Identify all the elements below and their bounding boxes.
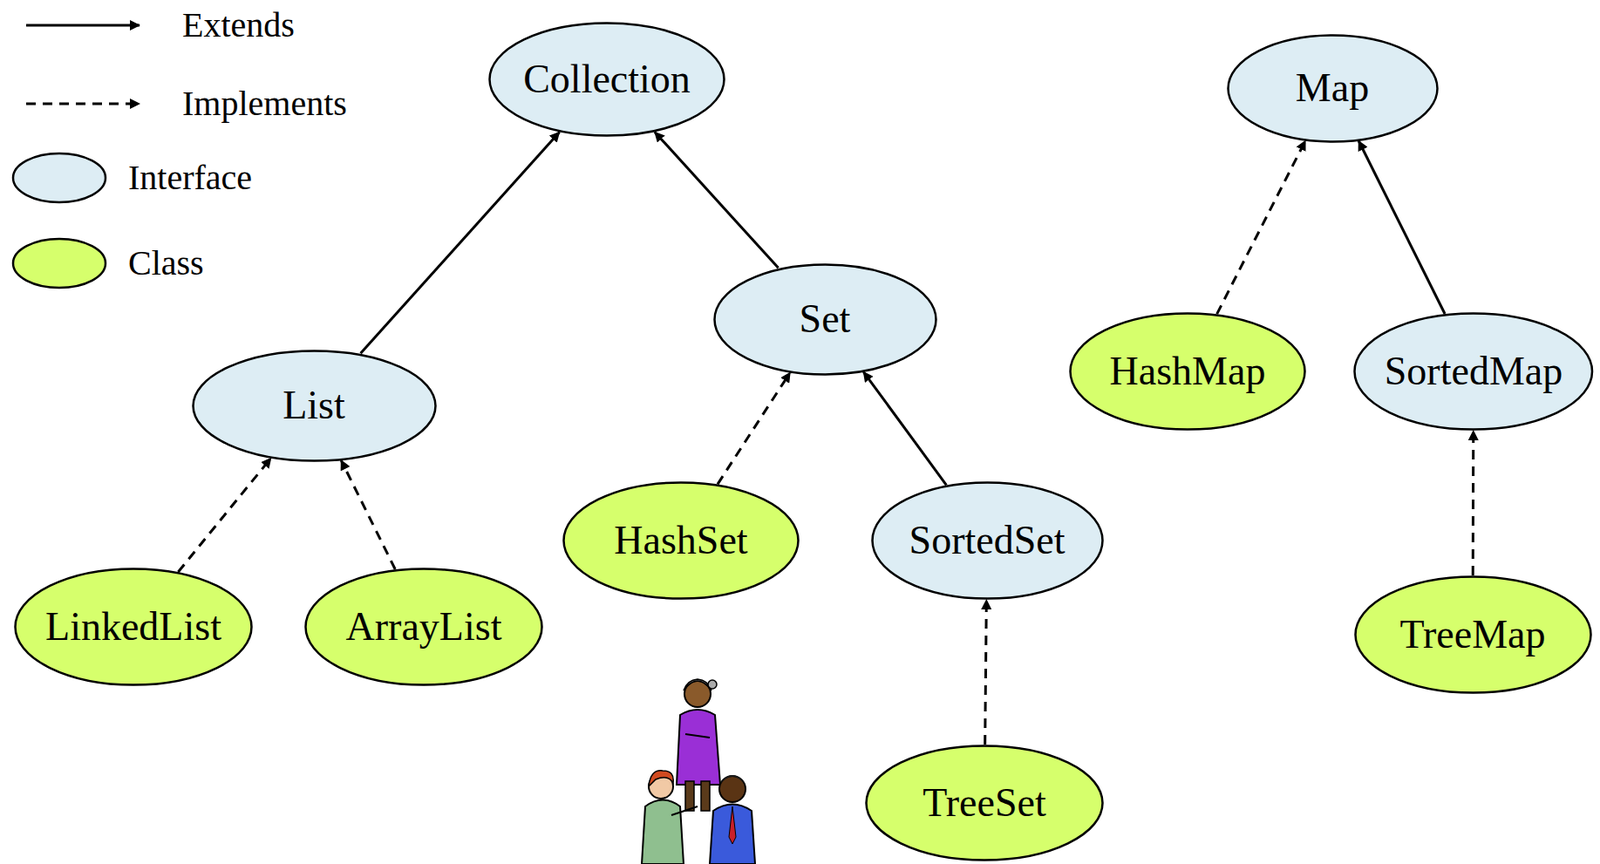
implements-arrow xyxy=(1217,140,1306,314)
extends-arrow xyxy=(1358,141,1445,314)
interface-ellipse: List xyxy=(191,349,437,463)
legend-swatch xyxy=(10,236,109,291)
legend-swatch xyxy=(10,150,109,205)
interface-ellipse: SortedMap xyxy=(1353,312,1594,431)
node-label: TreeSet xyxy=(922,781,1046,826)
implements-arrow xyxy=(340,460,395,570)
node-label: List xyxy=(282,383,346,429)
node-label: LinkedList xyxy=(45,605,222,650)
node-label: HashMap xyxy=(1109,349,1267,395)
node-label: HashSet xyxy=(613,518,748,564)
implements-arrow xyxy=(985,599,988,745)
node-label: SortedMap xyxy=(1384,349,1563,395)
implements-arrow xyxy=(1471,430,1476,576)
extends-arrow xyxy=(654,131,779,268)
node-label: TreeMap xyxy=(1400,612,1546,658)
interface-ellipse: Set xyxy=(713,263,938,376)
implements-arrow xyxy=(177,457,271,572)
implements-arrow xyxy=(717,372,790,484)
extends-arrow xyxy=(863,372,947,486)
node-label: SortedSet xyxy=(909,518,1066,564)
class-ellipse: TreeSet xyxy=(864,744,1104,862)
node-label: Map xyxy=(1295,66,1369,111)
legend-label: Class xyxy=(128,244,205,283)
node-label: Set xyxy=(799,297,852,342)
interface-ellipse: Map xyxy=(1226,34,1439,143)
legend-dashed-arrow xyxy=(26,102,140,106)
legend-label: Interface xyxy=(128,158,252,198)
class-ellipse: HashMap xyxy=(1068,312,1307,431)
class-ellipse: LinkedList xyxy=(13,567,253,687)
legend-label: Implements xyxy=(182,84,348,123)
class-ellipse: ArrayList xyxy=(304,567,544,687)
legend-solid-arrow xyxy=(26,24,140,28)
interface-ellipse: Collection xyxy=(488,21,726,137)
node-label: Collection xyxy=(523,57,691,103)
interface-ellipse: SortedSet xyxy=(871,481,1104,600)
class-ellipse: HashSet xyxy=(562,481,800,600)
people-illustration xyxy=(641,679,756,864)
class-ellipse: TreeMap xyxy=(1354,575,1593,695)
extends-arrow xyxy=(360,131,560,354)
legend-label: Extends xyxy=(182,6,295,45)
node-label: ArrayList xyxy=(346,605,503,650)
